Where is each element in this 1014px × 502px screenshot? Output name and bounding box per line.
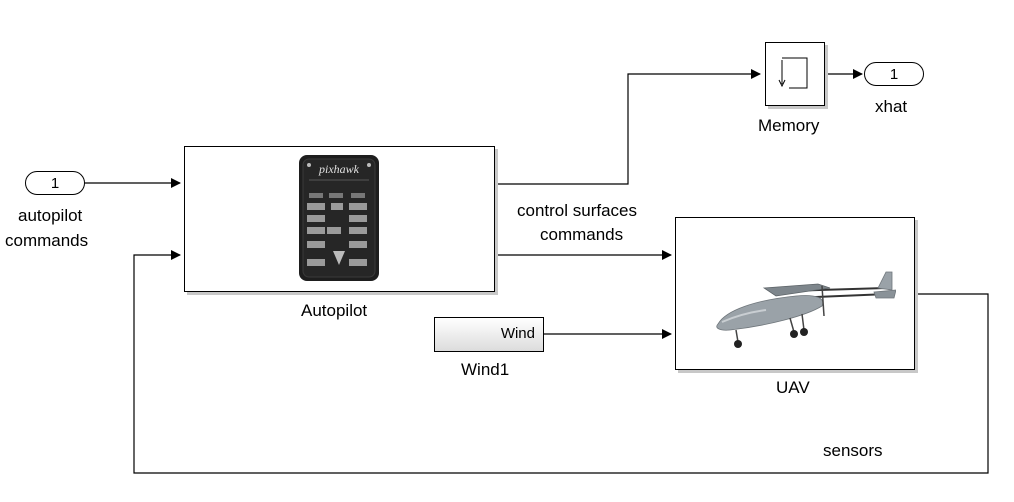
pixhawk-brand: pixhawk — [318, 162, 360, 176]
uav-image — [716, 271, 896, 348]
pixhawk-image: pixhawk — [299, 155, 379, 281]
outport-label: xhat — [875, 97, 908, 116]
inport-autopilot-commands[interactable]: 1 — [25, 171, 85, 195]
wind-label: Wind1 — [461, 360, 510, 379]
wind-block[interactable]: Wind — [434, 317, 544, 352]
signal-label-control-surfaces-line2: commands — [540, 225, 624, 244]
line-sensors-feedback[interactable] — [133, 250, 989, 474]
uav-block[interactable] — [675, 217, 915, 370]
inport-label-line1: autopilot — [18, 206, 83, 225]
inport-number: 1 — [50, 175, 60, 192]
outport-xhat[interactable]: 1 — [864, 62, 924, 86]
signal-label-sensors: sensors — [823, 441, 883, 460]
uav-label: UAV — [776, 378, 810, 397]
signal-label-control-surfaces-line1: control surfaces — [517, 201, 637, 220]
autopilot-block[interactable]: pixhawk — [184, 146, 495, 292]
outport-number: 1 — [889, 66, 899, 83]
autopilot-label: Autopilot — [301, 301, 368, 320]
memory-icon — [778, 57, 808, 89]
inport-label-line2: commands — [5, 231, 89, 250]
memory-label: Memory — [758, 116, 820, 135]
line-autopilot-to-memory[interactable] — [495, 69, 761, 185]
wind-inner-text: Wind — [500, 325, 535, 342]
memory-block[interactable] — [765, 42, 825, 106]
